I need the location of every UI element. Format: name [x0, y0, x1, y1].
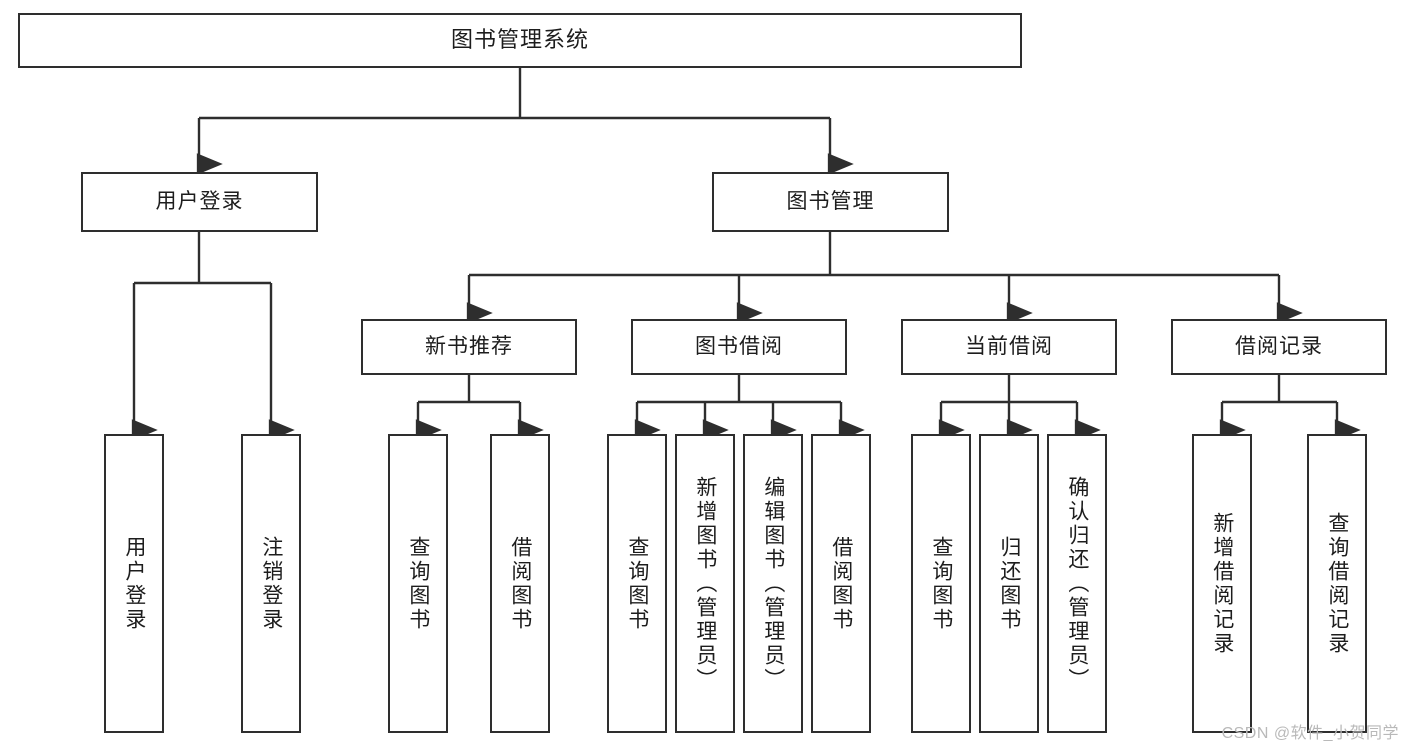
node-book-borrow[interactable]: 图书借阅 — [631, 319, 847, 375]
node-book-management[interactable]: 图书管理 — [712, 172, 949, 232]
node-borrow-record[interactable]: 借阅记录 — [1171, 319, 1387, 375]
leaf-label: 编辑图书（管理员） — [761, 475, 785, 692]
leaf-label: 确认归还（管理员） — [1065, 475, 1089, 692]
leaf-book-borrow-query-book[interactable]: 查询图书 — [607, 434, 667, 733]
leaf-current-borrow-confirm-return-admin[interactable]: 确认归还（管理员） — [1047, 434, 1107, 733]
leaf-current-borrow-return-book[interactable]: 归还图书 — [979, 434, 1039, 733]
node-label: 新书推荐 — [425, 335, 513, 359]
leaf-new-book-query-book[interactable]: 查询图书 — [388, 434, 448, 733]
leaf-book-borrow-add-book-admin[interactable]: 新增图书（管理员） — [675, 434, 735, 733]
leaf-label: 查询图书 — [406, 535, 430, 632]
leaf-new-book-borrow-book[interactable]: 借阅图书 — [490, 434, 550, 733]
leaf-label: 新增借阅记录 — [1210, 511, 1234, 656]
leaf-label: 用户登录 — [122, 535, 146, 632]
node-label: 当前借阅 — [965, 335, 1053, 359]
leaf-book-borrow-edit-book-admin[interactable]: 编辑图书（管理员） — [743, 434, 803, 733]
node-root-book-management-system[interactable]: 图书管理系统 — [18, 13, 1022, 68]
leaf-label: 查询图书 — [929, 535, 953, 632]
leaf-label: 借阅图书 — [829, 535, 853, 632]
node-new-book-recommend[interactable]: 新书推荐 — [361, 319, 577, 375]
leaf-borrow-record-query-record[interactable]: 查询借阅记录 — [1307, 434, 1367, 733]
node-label: 借阅记录 — [1235, 335, 1323, 359]
node-user-login[interactable]: 用户登录 — [81, 172, 318, 232]
leaf-label: 归还图书 — [997, 535, 1021, 632]
csdn-watermark: CSDN @软件_小贺同学 — [1221, 725, 1399, 742]
leaf-borrow-record-add-record[interactable]: 新增借阅记录 — [1192, 434, 1252, 733]
leaf-label: 注销登录 — [259, 535, 283, 632]
node-current-borrow[interactable]: 当前借阅 — [901, 319, 1117, 375]
leaf-book-borrow-borrow-book[interactable]: 借阅图书 — [811, 434, 871, 733]
node-label: 图书借阅 — [695, 335, 783, 359]
leaf-label: 新增图书（管理员） — [693, 475, 717, 692]
leaf-label: 查询借阅记录 — [1325, 511, 1349, 656]
node-label: 图书管理 — [786, 190, 875, 214]
leaf-user-login-logout[interactable]: 注销登录 — [241, 434, 301, 733]
node-label: 图书管理系统 — [450, 27, 589, 53]
leaf-current-borrow-query-book[interactable]: 查询图书 — [911, 434, 971, 733]
leaf-user-login-login[interactable]: 用户登录 — [104, 434, 164, 733]
leaf-label: 查询图书 — [625, 535, 649, 632]
leaf-label: 借阅图书 — [508, 535, 532, 632]
node-label: 用户登录 — [155, 190, 244, 214]
